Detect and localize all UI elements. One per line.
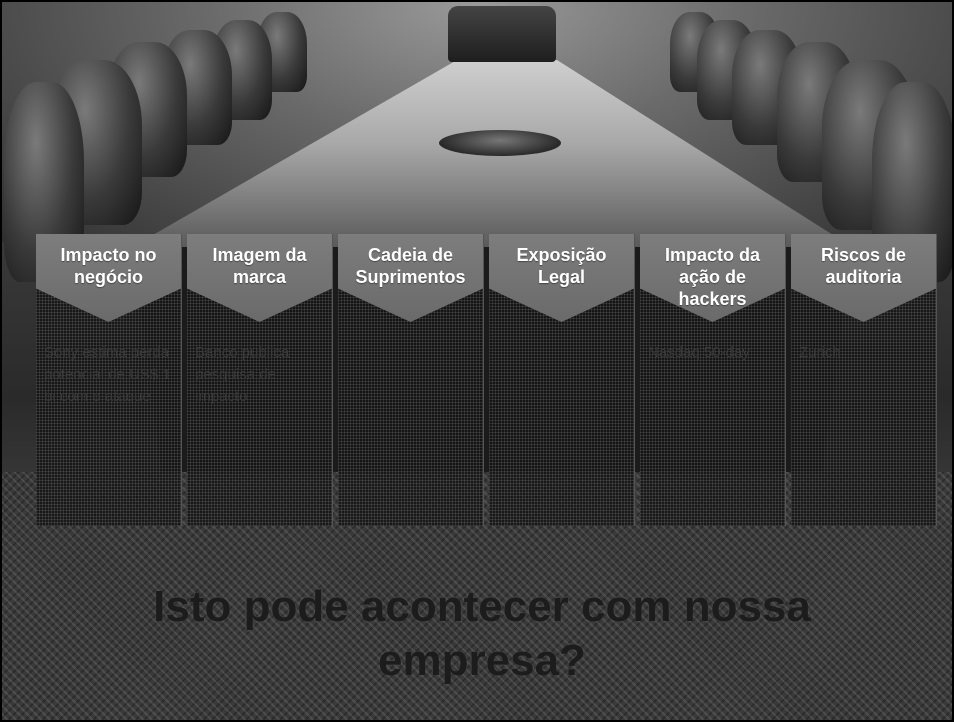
conference-phone: [439, 130, 561, 156]
column-text: Sony estima perda potencial de US$ 1 bi …: [44, 344, 171, 405]
column-title: Impacto da ação de hackers: [664, 245, 761, 309]
column-text: [346, 342, 478, 432]
chair-head: [448, 6, 556, 62]
topic-column-brand-image: Imagem da marca Banco publica pesquisa d…: [187, 234, 333, 526]
column-text: [497, 342, 629, 432]
column-text: Banco publica pesquisa de impacto: [195, 344, 290, 405]
topic-column-legal-exposure: Exposição Legal: [489, 234, 635, 526]
column-title: Riscos de auditoria: [820, 245, 907, 287]
topic-column-supply-chain: Cadeia de Suprimentos: [338, 234, 484, 526]
column-text: Zurich: [799, 344, 841, 361]
topic-column-audit-risks: Riscos de auditoria Zurich: [791, 234, 937, 526]
column-title: Impacto no negócio: [60, 245, 157, 287]
column-title: Exposição Legal: [516, 245, 607, 287]
slide-question: Isto pode acontecer com nossa empresa?: [153, 582, 811, 685]
topic-column-business-impact: Impacto no negócio Sony estima perda pot…: [36, 234, 182, 526]
column-title: Imagem da marca: [212, 245, 307, 287]
column-title: Cadeia de Suprimentos: [355, 245, 466, 287]
column-text: Nasdaq 50-day: [648, 344, 750, 361]
topic-column-hacker-impact: Impacto da ação de hackers Nasdaq 50-day: [640, 234, 786, 526]
topic-columns: Impacto no negócio Sony estima perda pot…: [36, 234, 937, 526]
